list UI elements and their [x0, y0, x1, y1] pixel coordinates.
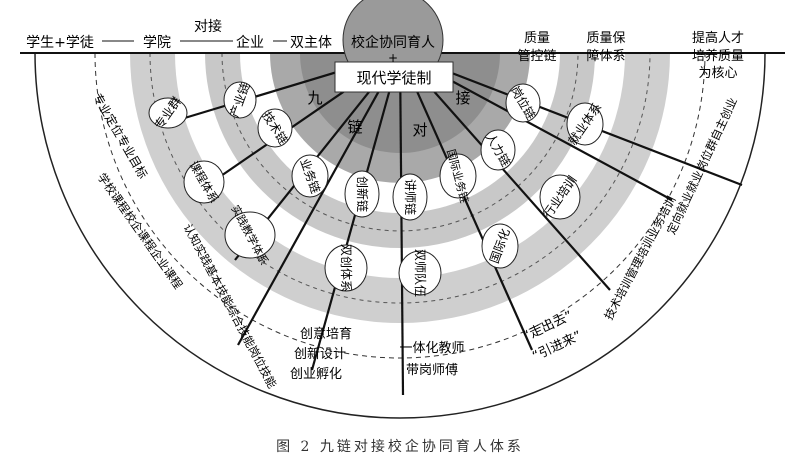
chain-nodes	[148, 81, 604, 296]
label-enterprise: 企业	[236, 34, 264, 51]
outer-label-teacher-2: 带岗师傅	[406, 363, 458, 378]
outer-label-innovation-2: 创新设计	[294, 346, 346, 362]
system-node-ellipse	[324, 244, 368, 292]
center-plus: +	[388, 51, 398, 65]
spoke-line	[398, 52, 534, 351]
center-label-box	[334, 61, 454, 93]
spoke-line	[237, 52, 401, 346]
outer-label-innovation-1: 创意培育	[300, 326, 352, 342]
word-dui: 对	[412, 121, 427, 139]
center-line2: 现代学徒制	[356, 69, 431, 87]
dashed-arc-mid	[149, 52, 651, 304]
chain-node-ellipse	[480, 129, 516, 171]
label-college: 学院	[143, 35, 171, 51]
system-node-ellipse	[398, 250, 442, 296]
system-label: 双师队伍	[413, 249, 428, 297]
system-node-ellipse	[566, 102, 604, 146]
chain-node-ellipse	[439, 153, 477, 199]
chain-node-ellipse	[291, 154, 329, 198]
chain-node-ellipse	[344, 170, 380, 218]
center-line1: 校企协同育人	[351, 34, 435, 51]
system-label: 双创体系	[339, 244, 353, 292]
chain-node-ellipse	[257, 108, 293, 148]
chain-node-ellipse	[392, 173, 428, 221]
chain-node-ellipse	[223, 81, 257, 119]
system-node-ellipse	[539, 174, 581, 220]
word-chain: 链	[347, 118, 362, 136]
label-quality-chain-1: 质量	[524, 31, 550, 46]
label-student-apprentice: 学生+学徒	[26, 35, 94, 51]
chain-label: 讲师链	[403, 179, 418, 215]
label-quality-chain-2: 管控链	[517, 49, 556, 64]
chain-node-ellipse	[505, 83, 541, 123]
chain-label: 创新链	[355, 176, 370, 212]
system-node-ellipse	[481, 223, 519, 269]
label-dual-subject: 双主体	[290, 35, 332, 51]
label-goal-2: 培养质量	[692, 48, 744, 64]
dashed-arc-outer	[94, 52, 706, 359]
system-node-ellipse	[224, 211, 276, 259]
label-goal-3: 为核心	[698, 66, 737, 81]
dashed-arc-inner	[221, 52, 579, 232]
word-nine: 九	[307, 89, 322, 107]
label-goal-1: 提高人才	[692, 30, 744, 46]
spoke-line	[398, 52, 405, 396]
label-quality-system-1: 质量保	[586, 31, 625, 46]
label-docking: 对接	[194, 18, 222, 35]
figure-caption: 图 2 九链对接校企协同育人体系	[276, 439, 524, 455]
chain-node-ellipse	[183, 160, 225, 204]
outer-label-teacher-1: 一体化教师	[399, 340, 464, 356]
label-quality-system-2: 障体系	[586, 49, 625, 64]
word-jie: 接	[455, 89, 470, 107]
outer-label-innovation-3: 创业孵化	[290, 367, 342, 382]
chain-node-ellipse	[148, 97, 188, 129]
